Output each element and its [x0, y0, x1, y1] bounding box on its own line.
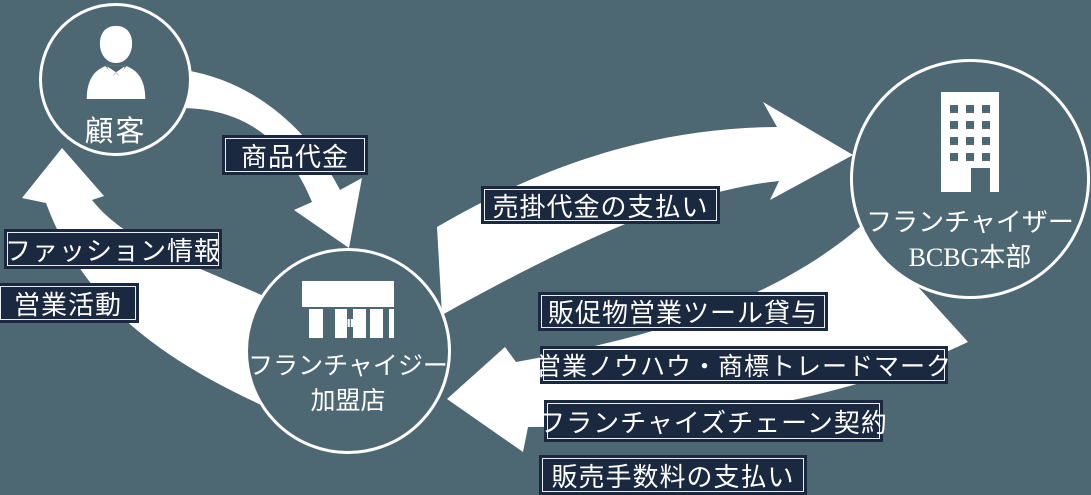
label-knowhow-trademark: 営業ノウハウ・商標トレードマーク	[536, 349, 951, 381]
label-receivable-payment: 売掛代金の支払い	[484, 189, 717, 222]
label-product-payment: 商品代金	[225, 138, 365, 172]
node-franchisee-line1: フランチャイジー	[248, 353, 448, 380]
node-franchiser-line2: BCBG本部	[908, 243, 1032, 273]
building-icon	[941, 92, 999, 197]
label-sales-activity: 営業活動	[0, 286, 136, 320]
node-franchisee: フランチャイジー 加盟店	[245, 248, 451, 454]
store-icon	[302, 281, 394, 343]
person-icon	[80, 23, 152, 106]
label-fashion-info: ファッション情報	[5, 232, 220, 266]
node-customer-label: 顧客	[84, 116, 147, 148]
node-customer: 顧客	[39, 3, 192, 156]
label-franchise-contract: フランチャイズチェーン契約	[539, 403, 887, 439]
label-promo-tools: 販促物営業ツール貸与	[541, 295, 825, 328]
node-franchisee-line2: 加盟店	[310, 388, 386, 415]
label-commission-payment: 販売手数料の支払い	[542, 458, 804, 492]
node-franchiser-line1: フランチャイザー	[866, 208, 1074, 237]
node-franchiser: フランチャイザー BCBG本部	[850, 59, 1090, 299]
